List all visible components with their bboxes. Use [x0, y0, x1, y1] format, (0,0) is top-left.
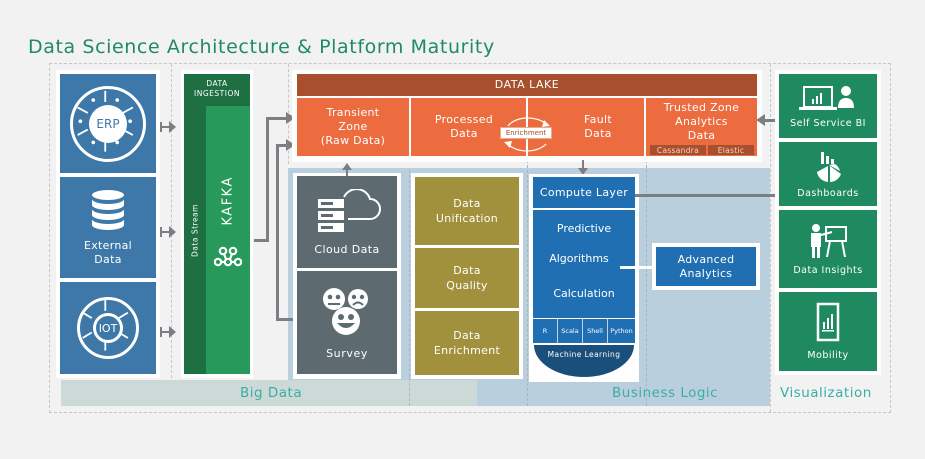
advanced-line: Analytics — [679, 266, 733, 280]
enrichment-cycle-icon — [504, 117, 550, 152]
survey-label: Survey — [326, 347, 368, 360]
zone-line: Data — [687, 129, 716, 142]
source-erp[interactable]: ERP — [60, 74, 156, 173]
processing-line: Data — [453, 329, 481, 342]
zone-line: Data — [450, 127, 478, 140]
zone-line: Analytics — [675, 115, 728, 128]
compute-item-predictive: Predictive — [556, 222, 612, 235]
viz-self-service-bi[interactable]: Self Service BI — [779, 74, 877, 138]
store-elastic: Elastic — [708, 145, 754, 155]
self-service-bi-label: Self Service BI — [790, 117, 866, 129]
zone-line: (Raw Data) — [320, 134, 386, 147]
processing-line: Quality — [446, 279, 488, 292]
ingestion-header-line2: INGESTION — [194, 89, 240, 98]
source-iot[interactable]: IOT — [60, 282, 156, 374]
arrow-compute-to-advanced — [620, 266, 660, 269]
kafka-network-icon — [214, 246, 242, 267]
language-scala: Scala — [558, 319, 583, 343]
erp-ring-icon: ERP — [70, 85, 146, 162]
collection-cloud-data[interactable]: Cloud Data — [297, 176, 397, 268]
mobile-chart-icon — [816, 302, 840, 342]
processing-data-enrichment[interactable]: Data Enrichment — [415, 311, 519, 375]
compute-item-algorithms: Algorithms — [549, 252, 609, 265]
kafka-label: KAFKA — [220, 176, 236, 226]
enrichment-label: Enrichment — [500, 127, 552, 139]
dashboard-chart-icon — [817, 151, 841, 182]
iot-ring-icon: IOT — [77, 297, 139, 359]
mobility-label: Mobility — [807, 350, 849, 361]
compute-body: Predictive Algorithms Calculation — [533, 210, 635, 318]
smileys-icon — [323, 288, 368, 335]
viz-mobility[interactable]: Mobility — [779, 292, 877, 371]
external-data-label: External Data — [83, 238, 133, 266]
arrow-down-stem — [582, 160, 584, 169]
processing-line: Enrichment — [433, 344, 501, 357]
zone-line: Fault — [584, 113, 612, 126]
compute-layer-header[interactable]: Compute Layer — [533, 177, 635, 208]
laptop-chart-user-icon — [799, 85, 854, 110]
processing-line: Data — [453, 197, 481, 210]
compute-item-calculation: Calculation — [553, 287, 615, 300]
language-python: Python — [608, 319, 635, 343]
big-data-band — [61, 380, 477, 406]
data-stream-strip: Data Stream — [184, 106, 206, 374]
zone-line: Zone — [338, 120, 368, 133]
section-business-logic: Business Logic — [612, 385, 719, 401]
presenter-board-icon — [811, 223, 847, 258]
language-row: R Scala Shell Python — [533, 319, 635, 343]
data-lake-header: DATA LAKE — [297, 74, 757, 96]
advanced-line: Advanced — [677, 252, 735, 266]
store-cassandra: Cassandra — [650, 145, 706, 155]
zone-line: Processed — [434, 113, 494, 126]
zone-line: Data — [584, 127, 612, 140]
section-visualization: Visualization — [780, 385, 872, 401]
kafka-block[interactable]: DATA INGESTION Data Stream KAFKA — [184, 74, 250, 374]
arrow-down-to-compute — [578, 168, 588, 175]
viz-data-insights[interactable]: Data Insights — [779, 210, 877, 288]
zone-transient[interactable]: Transient Zone (Raw Data) — [297, 98, 409, 156]
processing-line: Unification — [435, 212, 499, 225]
processing-line: Data — [453, 264, 481, 277]
outer-frame — [49, 63, 891, 413]
iot-label: IOT — [93, 313, 123, 343]
source-external-data[interactable]: External Data — [60, 177, 156, 278]
cloud-server-icon — [318, 188, 381, 232]
divider — [409, 170, 410, 406]
advanced-analytics[interactable]: Advanced Analytics — [656, 247, 756, 286]
zone-line: Trusted Zone — [663, 101, 740, 114]
collection-survey[interactable]: Survey — [297, 271, 397, 374]
data-insights-label: Data Insights — [793, 264, 863, 276]
arrow-up-to-transient — [342, 163, 352, 170]
ingestion-header-line1: DATA — [206, 79, 228, 88]
divider — [770, 64, 771, 412]
divider — [527, 160, 528, 406]
zone-line: Transient — [326, 106, 380, 119]
section-big-data: Big Data — [240, 385, 303, 401]
ingestion-header: DATA INGESTION — [184, 74, 250, 106]
divider — [646, 160, 647, 406]
processing-data-quality[interactable]: Data Quality — [415, 248, 519, 308]
language-r: R — [533, 319, 558, 343]
arrow-up-stem — [346, 168, 348, 176]
divider — [171, 64, 172, 378]
database-icon — [92, 189, 124, 230]
page-title: Data Science Architecture & Platform Mat… — [28, 36, 495, 58]
viz-dashboards[interactable]: Dashboards — [779, 142, 877, 206]
erp-label: ERP — [89, 104, 127, 143]
data-stream-label: Data Stream — [190, 204, 200, 257]
zone-processed[interactable]: Processed Data — [411, 98, 526, 156]
language-shell: Shell — [583, 319, 608, 343]
dashboards-label: Dashboards — [797, 187, 859, 199]
cloud-data-label: Cloud Data — [314, 242, 380, 256]
processing-data-unification[interactable]: Data Unification — [415, 177, 519, 245]
